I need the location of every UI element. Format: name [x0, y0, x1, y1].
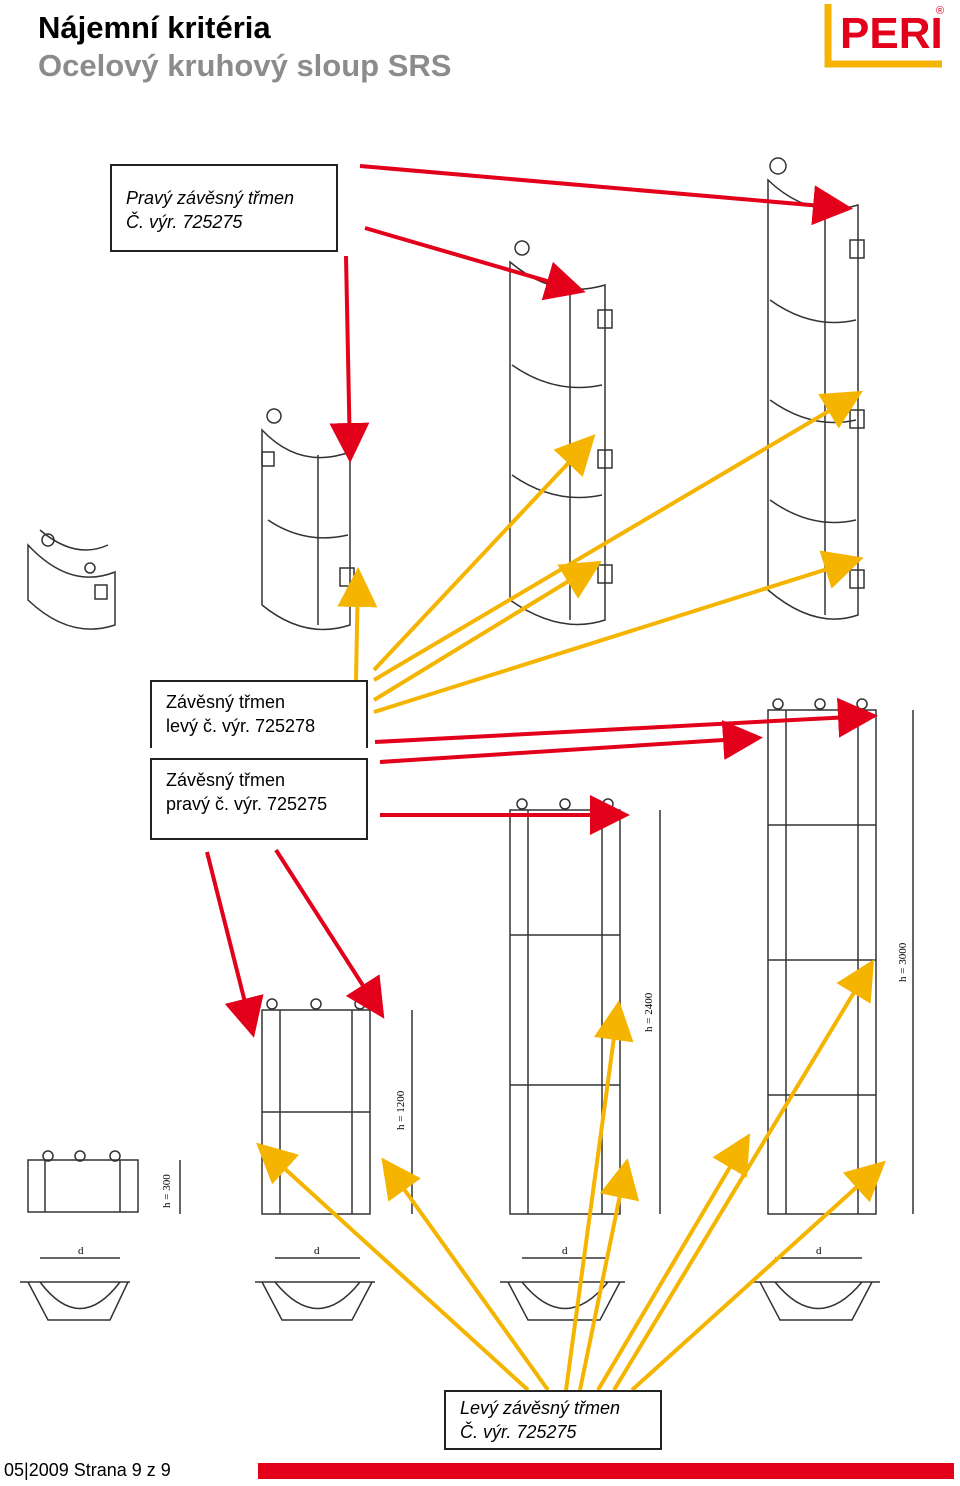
red-arrow — [329, 255, 370, 463]
page-title: Nájemní kritéria — [38, 10, 271, 45]
red-arrow — [359, 164, 853, 226]
yellow-arrow — [612, 959, 875, 1392]
plan-view-4 — [752, 1257, 880, 1321]
plan-view-2 — [255, 1257, 375, 1321]
column-iso-2400 — [509, 240, 613, 626]
red-arrow — [205, 851, 264, 1038]
column-iso-3000 — [767, 157, 865, 620]
elevation-300 — [27, 1150, 181, 1214]
dim-d-4: d — [816, 1245, 822, 1257]
red-arrow — [364, 226, 586, 301]
dim-d-1: d — [78, 1245, 84, 1257]
callout-line: Závěsný třmen — [166, 770, 286, 790]
plan-view-1 — [20, 1257, 130, 1321]
callout-line: Č. výr. 725275 — [460, 1422, 577, 1442]
dim-h2400: h = 2400 — [643, 992, 655, 1032]
red-arrow — [379, 720, 763, 764]
red-arrow — [374, 697, 878, 744]
peri-logo: PERI ® — [824, 4, 944, 68]
dim-h3000: h = 3000 — [897, 942, 909, 982]
yellow-arrow — [381, 1157, 550, 1392]
callout-right-bracket-top: Pravý závěsný třmen Č. výr. 725275 — [110, 164, 338, 252]
footer-bar — [258, 1463, 954, 1479]
callout-right-bracket: Závěsný třmen pravý č. výr. 725275 — [150, 758, 368, 840]
elevation-2400 — [509, 798, 661, 1215]
callout-left-bracket-bottom: Levý závěsný třmen Č. výr. 725275 — [444, 1390, 662, 1450]
callout-left-bracket: Závěsný třmen levý č. výr. 725278 — [150, 680, 368, 748]
red-arrow — [274, 848, 385, 1019]
yellow-arrows — [256, 390, 886, 1392]
red-arrows — [205, 164, 878, 1038]
callout-line: Č. výr. 725275 — [126, 212, 243, 232]
yellow-arrow — [372, 560, 602, 702]
callout-line: levý č. výr. 725278 — [166, 716, 316, 736]
yellow-arrow — [372, 390, 863, 682]
callout-line: Levý závěsný třmen — [460, 1398, 621, 1418]
dim-d-3: d — [562, 1245, 568, 1257]
yellow-arrow — [256, 1142, 530, 1392]
column-iso-1200 — [261, 408, 355, 631]
yellow-arrow — [372, 434, 596, 672]
dim-d-2: d — [314, 1245, 320, 1257]
yellow-arrow — [578, 1158, 640, 1391]
yellow-arrow — [630, 1160, 886, 1392]
callout-line: Pravý závěsný třmen — [126, 188, 295, 208]
column-iso-300 — [27, 529, 116, 630]
yellow-arrow — [373, 550, 864, 714]
dim-h1200: h = 1200 — [395, 1090, 407, 1130]
yellow-arrow — [564, 1000, 634, 1391]
logo-text: PERI — [840, 9, 943, 58]
callout-line: Závěsný třmen — [166, 692, 286, 712]
elevation-3000 — [767, 698, 914, 1215]
callout-line: pravý č. výr. 725275 — [166, 794, 328, 814]
footer-page-info: 05|2009 Strana 9 z 9 — [4, 1460, 171, 1480]
yellow-arrow — [596, 1133, 751, 1392]
elevation-1200 — [261, 998, 413, 1215]
page-subtitle: Ocelový kruhový sloup SRS — [38, 48, 452, 83]
yellow-arrow — [337, 567, 378, 681]
dim-h300: h = 300 — [161, 1174, 173, 1208]
logo-registered: ® — [936, 5, 944, 17]
